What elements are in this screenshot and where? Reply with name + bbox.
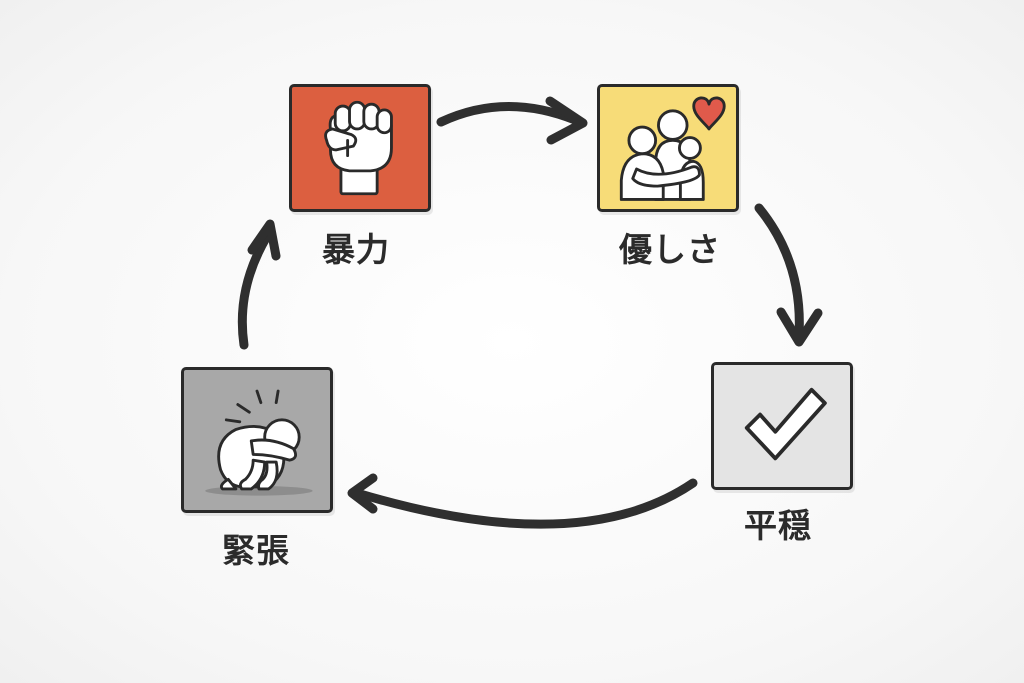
stage-label-calm: 平穏 [744, 506, 812, 545]
stage-label-tension: 緊張 [222, 531, 290, 570]
stage-card-violence [289, 84, 431, 212]
anxiety-marks [224, 389, 280, 424]
stage-card-calm [711, 362, 853, 490]
heart-icon [692, 96, 726, 131]
stage-label-violence: 暴力 [322, 230, 390, 269]
arrow-calm-to-tension [347, 473, 698, 529]
check-mark-icon [744, 387, 827, 461]
crouching-person-anxious-icon [205, 389, 313, 496]
stage-card-kindness [597, 84, 739, 212]
arrow-kindness-to-calm [754, 203, 823, 347]
arrow-tension-to-violence [237, 219, 281, 350]
arrow-violence-to-kindness [436, 96, 588, 145]
stage-label-kindness: 優しさ [619, 230, 721, 269]
raised-fist-icon [324, 100, 393, 196]
hugging-people-heart-icon [619, 96, 726, 201]
stage-card-tension [181, 367, 333, 513]
